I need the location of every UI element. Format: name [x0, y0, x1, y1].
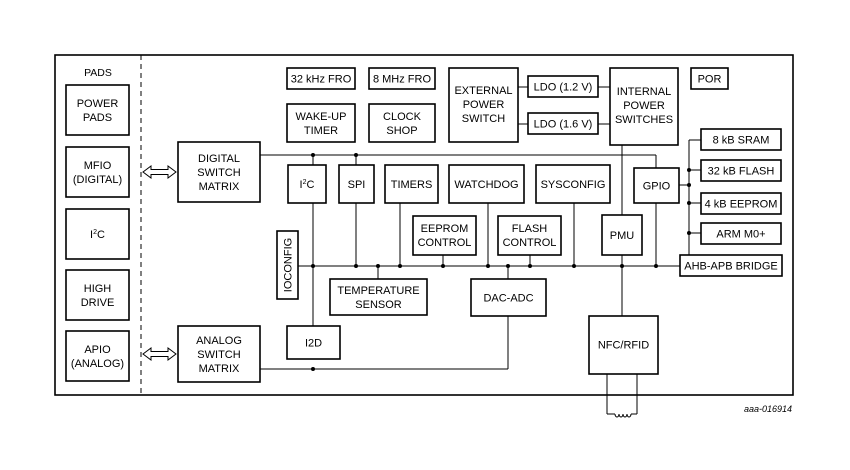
svg-text:LDO (1.2 V): LDO (1.2 V): [534, 82, 593, 94]
apio-block: APIO (ANALOG): [65, 330, 130, 382]
mfio-block: MFIO (DIGITAL): [65, 146, 130, 198]
i2c-pad-block: I2C: [65, 208, 130, 260]
svg-text:POWER: POWER: [77, 98, 119, 110]
svg-text:8 MHz FRO: 8 MHz FRO: [373, 74, 432, 86]
sram-block: 8 kB SRAM: [700, 128, 782, 151]
power-pads-block: POWER PADS: [65, 84, 130, 136]
watchdog-block: WATCHDOG: [448, 164, 525, 204]
temperature-sensor-block: TEMPERATURE SENSOR: [329, 278, 428, 316]
i2d-block: I2D: [286, 325, 341, 360]
svg-text:PADS: PADS: [83, 112, 112, 124]
svg-text:(ANALOG): (ANALOG): [71, 358, 124, 370]
flash-control-block: FLASH CONTROL: [497, 215, 562, 256]
ldo-1v2-block: LDO (1.2 V): [527, 75, 599, 98]
svg-text:NFC/RFID: NFC/RFID: [598, 340, 649, 352]
pmu-block: PMU: [601, 214, 643, 256]
svg-text:HIGH: HIGH: [84, 283, 112, 295]
svg-text:SWITCH: SWITCH: [197, 349, 240, 361]
analog-switch-matrix-block: ANALOG SWITCH MATRIX: [177, 325, 261, 383]
i2c-peripheral-block: I2C: [287, 164, 327, 204]
svg-text:PMU: PMU: [610, 230, 635, 242]
digital-switch-matrix-block: DIGITAL SWITCH MATRIX: [177, 141, 261, 203]
svg-text:SPI: SPI: [348, 179, 366, 191]
svg-text:SYSCONFIG: SYSCONFIG: [541, 179, 606, 191]
eeprom-control-block: EEPROM CONTROL: [412, 215, 477, 256]
svg-text:ARM M0+: ARM M0+: [716, 229, 765, 241]
svg-text:POWER: POWER: [463, 99, 505, 111]
svg-text:32 kB FLASH: 32 kB FLASH: [708, 166, 775, 178]
high-drive-block: HIGH DRIVE: [65, 269, 130, 321]
svg-text:LDO (1.6 V): LDO (1.6 V): [534, 119, 593, 131]
eeprom-4kb-block: 4 kB EEPROM: [700, 192, 782, 215]
svg-text:WATCHDOG: WATCHDOG: [454, 179, 518, 191]
svg-text:SWITCHES: SWITCHES: [615, 114, 673, 126]
svg-text:CONTROL: CONTROL: [418, 237, 472, 249]
svg-text:TEMPERATURE: TEMPERATURE: [337, 285, 419, 297]
arm-m0-block: ARM M0+: [700, 222, 782, 245]
nfc-rfid-block: NFC/RFID: [588, 315, 659, 375]
svg-text:SHOP: SHOP: [386, 125, 417, 137]
svg-text:IOCONFIG: IOCONFIG: [283, 238, 295, 292]
svg-text:FLASH: FLASH: [512, 223, 548, 235]
mfio-arrow: [142, 165, 177, 179]
svg-text:MFIO: MFIO: [84, 160, 112, 172]
svg-text:MATRIX: MATRIX: [199, 363, 240, 375]
ahb-apb-bridge-block: AHB-APB BRIDGE: [679, 254, 783, 277]
svg-text:TIMER: TIMER: [304, 125, 338, 137]
svg-text:I2D: I2D: [305, 338, 322, 350]
spi-block: SPI: [338, 164, 375, 204]
ldo-1v6-block: LDO (1.6 V): [527, 112, 599, 135]
por-block: POR: [690, 67, 729, 90]
svg-text:I2C: I2C: [90, 229, 105, 241]
svg-text:INTERNAL: INTERNAL: [617, 86, 671, 98]
apio-arrow: [142, 347, 177, 361]
connection-lines: [260, 86, 701, 418]
fro-8mhz-block: 8 MHz FRO: [368, 67, 436, 90]
svg-text:CLOCK: CLOCK: [383, 111, 422, 123]
svg-text:MATRIX: MATRIX: [199, 181, 240, 193]
svg-text:DIGITAL: DIGITAL: [198, 153, 240, 165]
svg-text:EEPROM: EEPROM: [421, 223, 469, 235]
svg-text:SWITCH: SWITCH: [197, 167, 240, 179]
svg-text:SENSOR: SENSOR: [355, 299, 402, 311]
svg-text:APIO: APIO: [84, 344, 111, 356]
svg-text:DAC-ADC: DAC-ADC: [483, 293, 533, 305]
outer-frame: [54, 54, 794, 396]
svg-text:GPIO: GPIO: [643, 181, 671, 193]
clock-shop-block: CLOCK SHOP: [368, 103, 436, 143]
svg-text:TIMERS: TIMERS: [391, 179, 433, 191]
svg-text:DRIVE: DRIVE: [81, 297, 115, 309]
pads-title: PADS: [84, 67, 112, 79]
figure-reference: aaa-016914: [744, 404, 792, 414]
fro-32khz-block: 32 kHz FRO: [286, 67, 356, 90]
wakeup-timer-block: WAKE-UP TIMER: [286, 103, 356, 143]
svg-text:EXTERNAL: EXTERNAL: [454, 85, 512, 97]
svg-text:SWITCH: SWITCH: [462, 113, 505, 125]
svg-text:CONTROL: CONTROL: [503, 237, 557, 249]
timers-block: TIMERS: [384, 164, 439, 204]
svg-text:(DIGITAL): (DIGITAL): [73, 174, 122, 186]
sysconfig-block: SYSCONFIG: [535, 164, 611, 204]
svg-text:AHB-APB BRIDGE: AHB-APB BRIDGE: [684, 261, 778, 273]
svg-text:ANALOG: ANALOG: [196, 335, 242, 347]
ioconfig-block: IOCONFIG: [276, 230, 299, 300]
svg-text:8 kB SRAM: 8 kB SRAM: [713, 135, 770, 147]
flash-32kb-block: 32 kB FLASH: [700, 159, 782, 182]
svg-text:POR: POR: [698, 74, 722, 86]
svg-text:32 kHz FRO: 32 kHz FRO: [291, 74, 352, 86]
internal-power-switches-block: INTERNAL POWER SWITCHES: [609, 67, 679, 146]
dac-adc-block: DAC-ADC: [470, 278, 547, 317]
gpio-block: GPIO: [633, 167, 680, 204]
svg-text:4 kB EEPROM: 4 kB EEPROM: [705, 199, 778, 211]
svg-text:WAKE-UP: WAKE-UP: [296, 111, 347, 123]
external-power-switch-block: EXTERNAL POWER SWITCH: [448, 67, 519, 143]
svg-text:POWER: POWER: [623, 100, 665, 112]
svg-text:I2C: I2C: [300, 179, 315, 191]
